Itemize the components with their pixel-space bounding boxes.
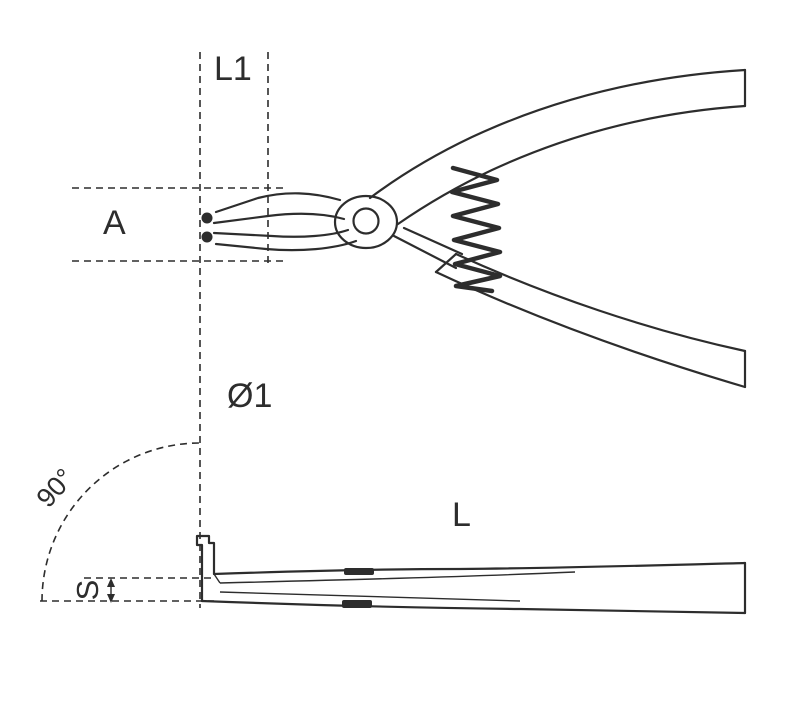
pivot-boss-top (344, 568, 374, 575)
lower-jaw-inner-edge (212, 228, 350, 238)
linkage-edge-2 (402, 226, 464, 256)
label-tip-thickness: S (70, 580, 105, 601)
upper-jaw-top-edge (214, 192, 342, 214)
label-overall-length: L (452, 496, 471, 534)
bent-tip-outline (195, 534, 216, 603)
s-arrow-top (107, 578, 115, 587)
return-spring (449, 165, 503, 294)
label-bend-angle: 90° (30, 463, 80, 513)
angle-arc (41, 442, 201, 602)
dimension-labels: L1 A Ø1 L 90° S (30, 50, 470, 600)
s-arrow-bottom (107, 594, 115, 603)
lower-handle-top-edge (454, 252, 747, 353)
label-tip-length: L1 (214, 50, 252, 88)
upper-jaw-inner-edge (212, 212, 346, 225)
jaw-plate-line-upper (219, 571, 576, 584)
upper-handle-bottom-edge (396, 104, 747, 226)
pliers-profile-view (195, 534, 747, 615)
upper-bent-tip (201, 212, 213, 224)
lower-jaw-bottom-edge (214, 239, 358, 252)
lower-bent-tip (201, 231, 213, 243)
pivot-hole (352, 207, 380, 235)
body-top-edge (212, 561, 747, 576)
label-tip-diameter: Ø1 (227, 377, 272, 415)
pivot-head-outline (333, 194, 399, 250)
jaw-plate-line-lower (219, 591, 521, 602)
tip-joint-line (213, 573, 221, 584)
lower-handle-end-join (434, 252, 458, 274)
body-bottom-edge (200, 599, 747, 615)
upper-handle-top-edge (368, 68, 747, 200)
pliers-side-view (201, 68, 747, 389)
pivot-boss-bottom (342, 600, 372, 608)
label-tip-opening: A (103, 204, 126, 242)
dimension-guides (40, 52, 286, 608)
